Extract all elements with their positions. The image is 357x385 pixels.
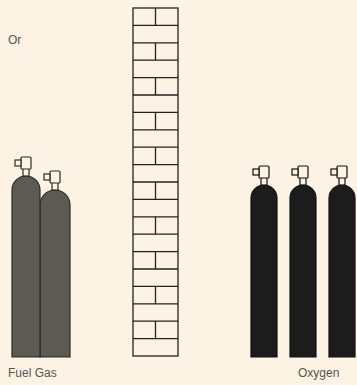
fuel-gas-cylinders [12, 157, 70, 357]
brick-wall [133, 8, 178, 356]
oxygen-cylinders [251, 166, 355, 357]
fuel-gas-cylinder [40, 171, 70, 357]
alternative-note: Or [8, 33, 21, 47]
fuel-gas-cylinder [12, 157, 40, 357]
oxygen-cylinder [251, 166, 277, 357]
cylinder-group-label: Fuel Gas [8, 366, 57, 380]
oxygen-cylinder [290, 166, 316, 357]
oxygen-cylinder [329, 166, 355, 357]
cylinder-group-label: Oxygen [298, 366, 339, 380]
